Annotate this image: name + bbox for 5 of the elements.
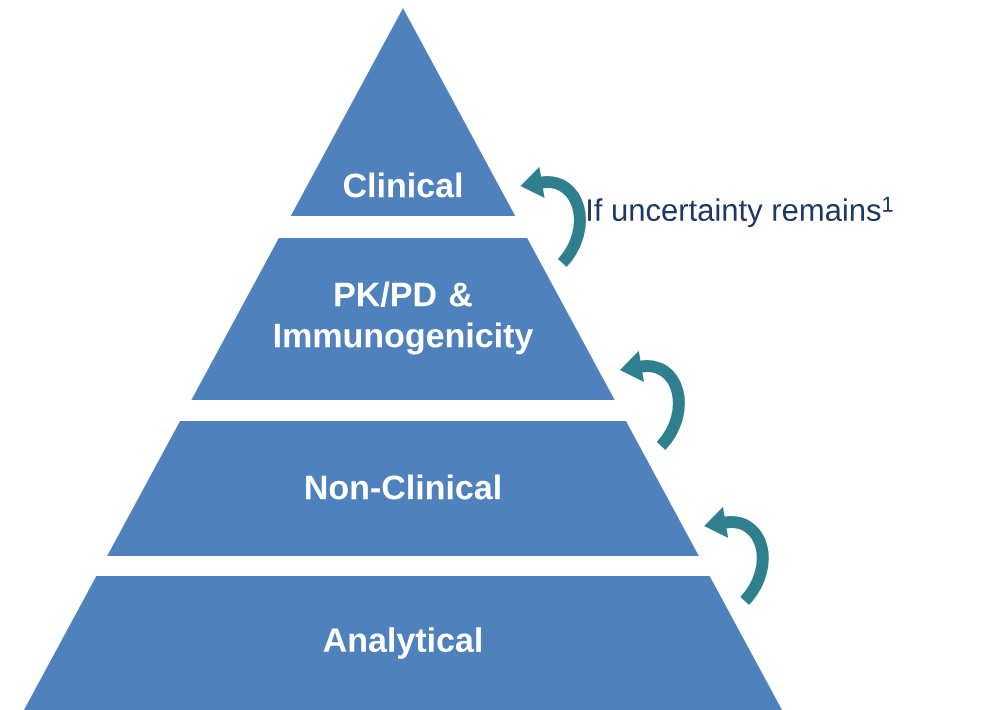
pyramid-layer: Non-Clinical — [107, 421, 699, 556]
pyramid-layer: Clinical — [290, 8, 516, 216]
pyramid-layer: PK/PD & Immunogenicity — [191, 238, 615, 400]
pyramid-layer: Analytical — [23, 576, 783, 710]
edge-label: If uncertainty remains$^{1}$ — [588, 196, 893, 228]
